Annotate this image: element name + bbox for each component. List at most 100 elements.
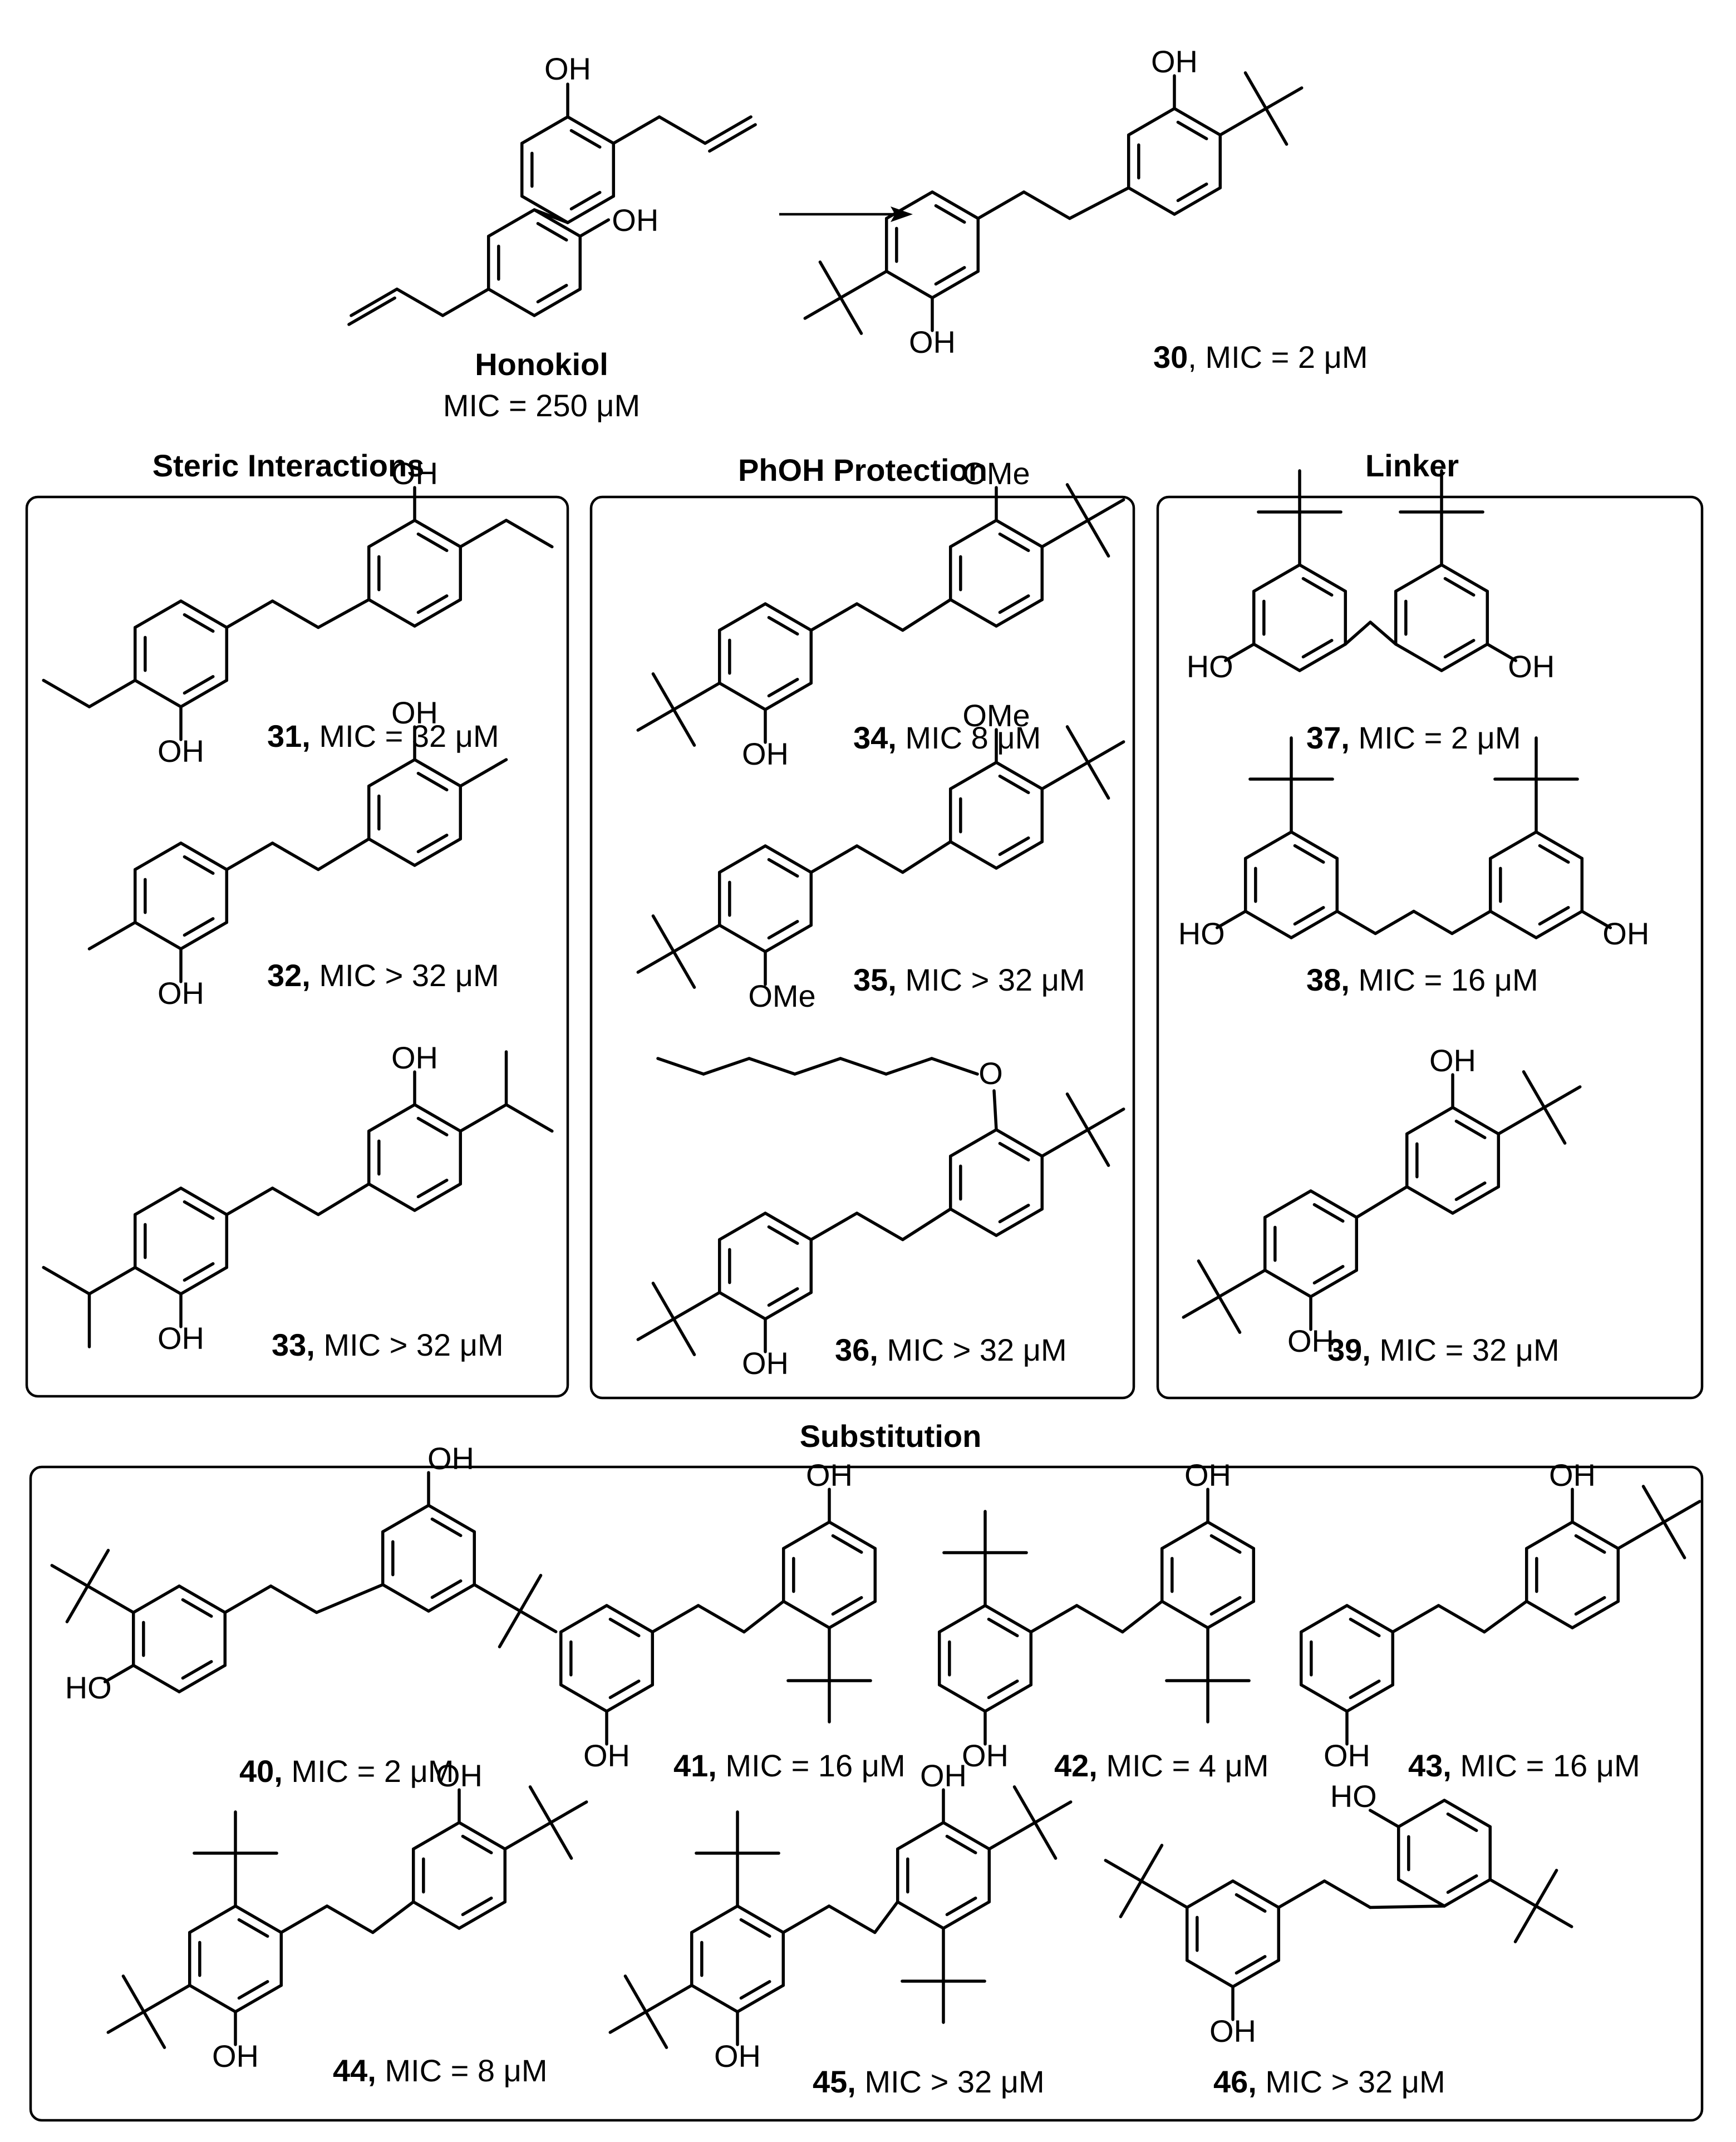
bond bbox=[1335, 909, 1377, 935]
bond bbox=[998, 532, 1030, 552]
bond bbox=[1450, 909, 1492, 935]
bond bbox=[767, 615, 799, 636]
bond bbox=[411, 1821, 461, 1851]
bond bbox=[995, 598, 1044, 628]
bond bbox=[793, 1057, 842, 1076]
atom-label-oh: OH bbox=[391, 1040, 438, 1075]
bond bbox=[1119, 1879, 1143, 1918]
atom-label-ome: OMe bbox=[748, 978, 815, 1013]
bond bbox=[747, 1057, 796, 1076]
compound-mic: MIC = 16 μM bbox=[1452, 1748, 1640, 1783]
bond bbox=[1299, 1683, 1349, 1713]
bond bbox=[87, 920, 137, 951]
bond bbox=[855, 602, 904, 632]
bond bbox=[1173, 107, 1222, 137]
bond bbox=[1139, 1879, 1189, 1909]
compound-number: 42, bbox=[1054, 1748, 1098, 1783]
bond bbox=[992, 1089, 998, 1131]
bond bbox=[42, 1265, 91, 1296]
bond bbox=[1086, 1128, 1110, 1167]
bond bbox=[1524, 1520, 1574, 1550]
bond bbox=[315, 1583, 385, 1614]
bond bbox=[179, 841, 229, 871]
atom-label-oh: OH bbox=[1151, 44, 1198, 79]
compound-number: 46, bbox=[1213, 2064, 1257, 2099]
bond bbox=[271, 599, 320, 629]
bond bbox=[764, 1291, 813, 1321]
bond bbox=[498, 1609, 522, 1648]
bond bbox=[234, 1904, 283, 1934]
bond bbox=[1040, 519, 1090, 549]
bond bbox=[416, 532, 449, 552]
bond bbox=[1173, 186, 1222, 216]
bond bbox=[413, 598, 463, 628]
caption-40: 40, MIC = 2 μM bbox=[239, 1754, 454, 1789]
bond bbox=[183, 917, 215, 937]
bond bbox=[987, 1617, 1019, 1637]
bond bbox=[1022, 190, 1071, 220]
bond bbox=[533, 208, 569, 224]
bond bbox=[225, 599, 274, 629]
caption-38: 38, MIC = 16 μM bbox=[1306, 962, 1538, 997]
bond bbox=[103, 1663, 135, 1683]
compound-mic: MIC > 32 μM bbox=[856, 2064, 1045, 2099]
bond bbox=[809, 1212, 859, 1242]
bond bbox=[767, 678, 799, 698]
bond bbox=[809, 602, 859, 632]
bond bbox=[948, 519, 998, 549]
bond bbox=[901, 1207, 952, 1242]
bond bbox=[528, 1785, 553, 1824]
bond bbox=[708, 123, 757, 153]
bond bbox=[237, 1980, 269, 2000]
compound-mic: MIC = 32 μM bbox=[311, 718, 499, 754]
bond bbox=[178, 1584, 227, 1614]
caption-36: 36, MIC > 32 μM bbox=[835, 1332, 1067, 1367]
bond bbox=[1662, 1520, 1686, 1559]
bond bbox=[1534, 1904, 1573, 1928]
atom-label-oh: OH bbox=[714, 2038, 761, 2074]
bond bbox=[441, 287, 490, 317]
atom-label-oh: OH bbox=[920, 1758, 967, 1793]
bond bbox=[569, 191, 602, 211]
bond bbox=[1127, 186, 1176, 216]
bond bbox=[133, 678, 183, 708]
bond bbox=[948, 1207, 998, 1237]
compound-number: 35, bbox=[853, 962, 897, 997]
bond bbox=[536, 221, 568, 242]
bond bbox=[636, 1317, 676, 1341]
bond bbox=[461, 1897, 493, 1917]
bond bbox=[381, 1504, 430, 1534]
bond bbox=[1065, 1092, 1090, 1131]
bond bbox=[566, 194, 616, 224]
bond bbox=[605, 1683, 655, 1713]
bond bbox=[764, 681, 813, 711]
caption-32: 32, MIC > 32 μM bbox=[267, 958, 499, 993]
bond bbox=[696, 1604, 746, 1634]
steric-panel bbox=[25, 495, 569, 1398]
caption-42: 42, MIC = 4 μM bbox=[1054, 1748, 1269, 1783]
bond bbox=[998, 594, 1030, 614]
bond bbox=[1349, 1617, 1381, 1637]
compound-mic: MIC > 32 μM bbox=[311, 958, 499, 993]
compound-number: 32, bbox=[267, 958, 311, 993]
bond bbox=[504, 519, 554, 549]
compound-number: 31, bbox=[267, 718, 311, 754]
bond bbox=[1454, 1181, 1487, 1202]
bond bbox=[1040, 1128, 1090, 1158]
compound-mic: MIC = 2 μM bbox=[283, 1754, 454, 1789]
bond bbox=[1524, 1599, 1574, 1629]
bond bbox=[1209, 1534, 1242, 1554]
atom-label-oh: OH bbox=[742, 736, 789, 771]
molecule-bonds bbox=[42, 71, 1701, 2049]
bond bbox=[1176, 183, 1208, 203]
bond bbox=[1571, 1599, 1620, 1629]
bond bbox=[1033, 1821, 1058, 1860]
bond bbox=[1443, 1878, 1492, 1908]
bond bbox=[672, 708, 696, 747]
bond bbox=[948, 761, 998, 791]
caption-honokiol: Honokiol MIC = 250 μM bbox=[443, 347, 640, 423]
bond bbox=[569, 129, 602, 149]
bond bbox=[1086, 1107, 1125, 1131]
bond bbox=[1312, 1203, 1345, 1223]
